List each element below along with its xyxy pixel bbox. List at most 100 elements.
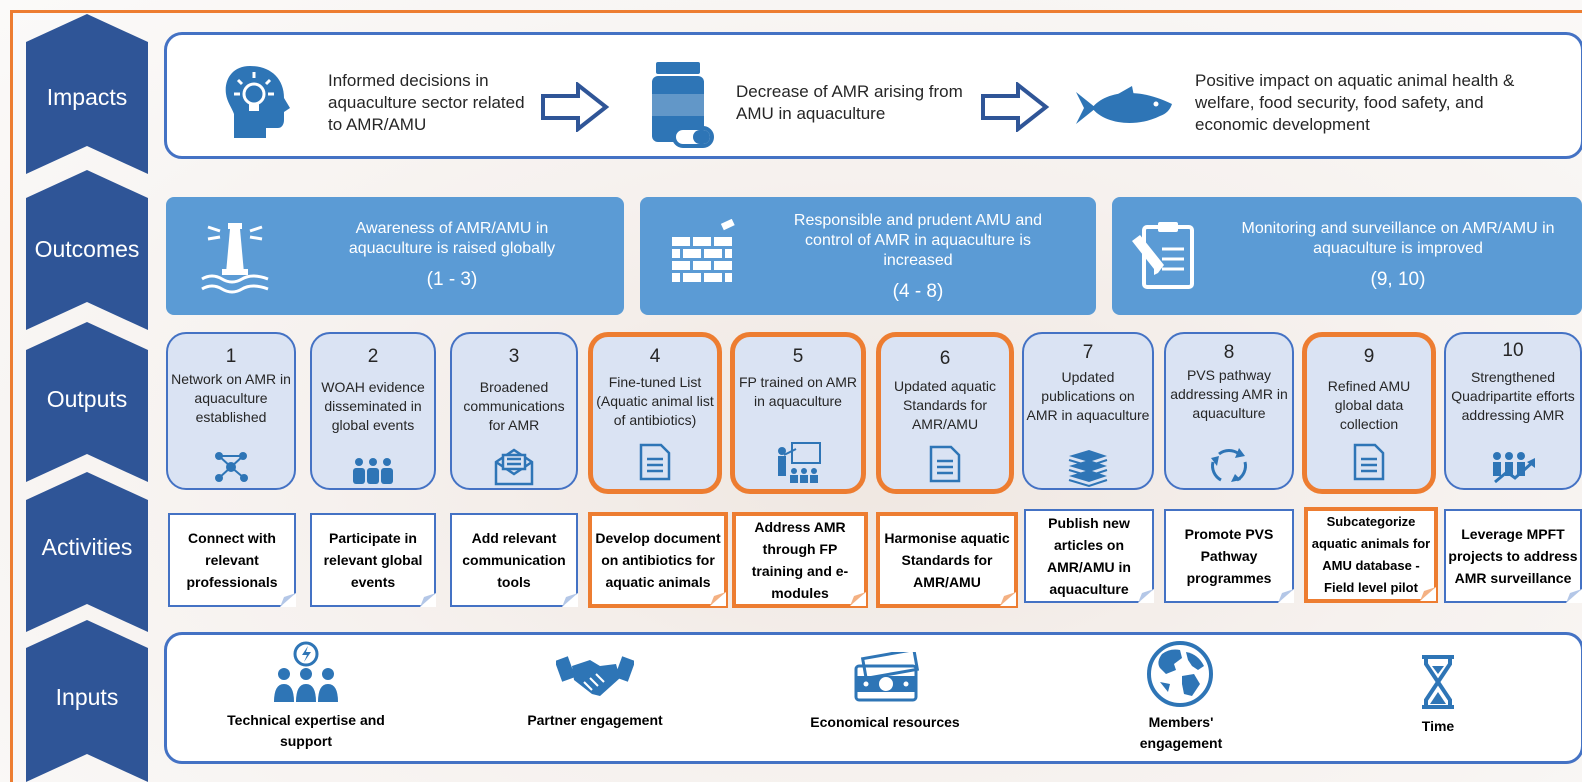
outcome-card-1: Awareness of AMR/AMU in aquaculture is r… [166, 197, 624, 315]
impact-text-3: Positive impact on aquatic animal health… [1195, 71, 1515, 134]
page-fold-icon [850, 592, 866, 606]
chevron-shape [26, 322, 148, 482]
output-card-9: 9 Refined AMU global data collection [1302, 332, 1436, 494]
output-number: 5 [792, 346, 804, 367]
hourglass-icon [1418, 654, 1458, 715]
output-card-4: 4 Fine-tuned List (Aquatic animal list o… [588, 332, 722, 494]
activity-text: Connect with relevant professionals [186, 530, 278, 590]
output-number: 4 [649, 346, 661, 367]
outcome-text-2: Responsible and prudent AMU and control … [793, 212, 1043, 269]
page-fold-icon [1138, 589, 1154, 603]
row-label-inputs: Inputs [26, 620, 148, 782]
arrow-right-icon [980, 80, 1050, 137]
activity-card-2: Participate in relevant global events [310, 513, 436, 607]
globe-icon [1146, 640, 1214, 713]
output-number: 1 [225, 346, 237, 367]
outcome-card-3: Monitoring and surveillance on AMR/AMU i… [1112, 197, 1582, 315]
input-text-1: Technical expertise and support [227, 712, 385, 749]
output-label: Broadened communications for AMR [463, 379, 565, 433]
input-text-4: Members' engagement [1139, 714, 1223, 751]
fish-icon [1074, 86, 1174, 135]
output-label: FP trained on AMR in aquaculture [738, 374, 858, 409]
output-number: 10 [1502, 340, 1524, 361]
brick-wall-icon [670, 218, 736, 288]
output-card-3: 3 Broadened communications for AMR [450, 332, 578, 490]
output-card-2: 2 WOAH evidence disseminated in global e… [310, 332, 436, 490]
audience-icon [353, 458, 393, 484]
medicine-bottle-icon [650, 60, 714, 155]
output-label: Updated aquatic Standards for AMR/AMU [894, 378, 996, 432]
activity-card-10: Leverage MPFT projects to address AMR su… [1444, 509, 1582, 603]
network-icon [215, 452, 248, 482]
chevron-shape [26, 14, 148, 174]
output-number: 3 [508, 346, 520, 367]
page-fold-icon [420, 593, 436, 607]
output-label: Strengthened Quadripartite efforts addre… [1451, 369, 1575, 423]
activity-text: Address AMR through FP training and e-mo… [751, 519, 849, 601]
chevron-shape [26, 472, 148, 632]
activity-card-1: Connect with relevant professionals [168, 513, 296, 607]
output-number: 6 [939, 348, 951, 369]
outcome-range-3: (9, 10) [1370, 269, 1426, 290]
chevron-shape [26, 620, 148, 782]
document-icon [639, 443, 671, 481]
page-fold-icon [1420, 587, 1436, 601]
impact-text-2: Decrease of AMR arising from AMU in aqua… [736, 82, 963, 123]
output-card-7: 7 Updated publications on AMR in aquacul… [1022, 332, 1154, 490]
lighthouse-icon [200, 217, 270, 302]
outcome-range-2: (4 - 8) [892, 281, 944, 302]
page-fold-icon [1000, 592, 1016, 606]
input-text-5: Time [1421, 718, 1455, 734]
row-label-outcomes: Outcomes [26, 170, 148, 330]
activity-card-7: Publish new articles on AMR/AMU in aquac… [1024, 509, 1154, 603]
page-fold-icon [280, 593, 296, 607]
output-number: 2 [367, 346, 379, 367]
impact-text-1: Informed decisions in aquaculture sector… [328, 71, 525, 134]
output-number: 8 [1223, 342, 1235, 363]
activity-card-8: Promote PVS Pathway programmes [1164, 509, 1294, 603]
presentation-icon [778, 442, 821, 483]
output-label: Network on AMR in aquaculture establishe… [171, 371, 291, 425]
outcomes-label: Outcomes [34, 236, 140, 262]
outcome-text-3: Monitoring and surveillance on AMR/AMU i… [1241, 220, 1555, 257]
activity-text: Participate in relevant global events [323, 530, 423, 590]
team-growth-icon [1493, 452, 1535, 484]
arrow-right-icon [540, 80, 610, 137]
outcome-range-1: (1 - 3) [426, 269, 478, 290]
activity-text: Develop document on antibiotics for aqua… [595, 530, 721, 590]
activity-card-9: Subcategorize aquatic animals for AMU da… [1304, 507, 1438, 603]
output-number: 9 [1363, 346, 1375, 367]
expert-team-icon [272, 640, 340, 711]
output-card-6: 6 Updated aquatic Standards for AMR/AMU [876, 332, 1014, 494]
document-icon [929, 445, 961, 483]
output-card-5: 5 FP trained on AMR in aquaculture [730, 332, 866, 494]
outputs-label: Outputs [46, 386, 128, 412]
page-fold-icon [1278, 589, 1294, 603]
activity-card-6: Harmonise aquatic Standards for AMR/AMU [876, 512, 1018, 608]
activities-label: Activities [41, 534, 133, 560]
activity-text: Leverage MPFT projects to address AMR su… [1448, 526, 1578, 586]
envelope-icon [494, 448, 534, 486]
books-icon [1068, 450, 1108, 488]
row-label-activities: Activities [26, 472, 148, 632]
output-card-1: 1 Network on AMR in aquaculture establis… [166, 332, 296, 490]
chevron-shape [26, 170, 148, 330]
row-label-outputs: Outputs [26, 322, 148, 482]
row-label-impacts: Impacts [26, 14, 148, 174]
outcome-card-2: Responsible and prudent AMU and control … [640, 197, 1096, 315]
output-card-10: 10 Strengthened Quadripartite efforts ad… [1444, 332, 1582, 490]
output-label: Refined AMU global data collection [1327, 378, 1411, 432]
input-text-2: Partner engagement [527, 712, 663, 728]
page-fold-icon [562, 593, 578, 607]
activity-card-4: Develop document on antibiotics for aqua… [588, 512, 728, 608]
output-label: WOAH evidence disseminated in global eve… [321, 379, 425, 433]
activity-text: Promote PVS Pathway programmes [1184, 526, 1274, 586]
activity-text: Add relevant communication tools [462, 530, 566, 590]
impacts-label: Impacts [46, 84, 128, 110]
page-fold-icon [710, 592, 726, 606]
money-icon [852, 647, 920, 709]
inputs-label: Inputs [55, 684, 119, 710]
activity-card-5: Address AMR through FP training and e-mo… [732, 512, 868, 608]
cycle-icon [1211, 448, 1247, 482]
